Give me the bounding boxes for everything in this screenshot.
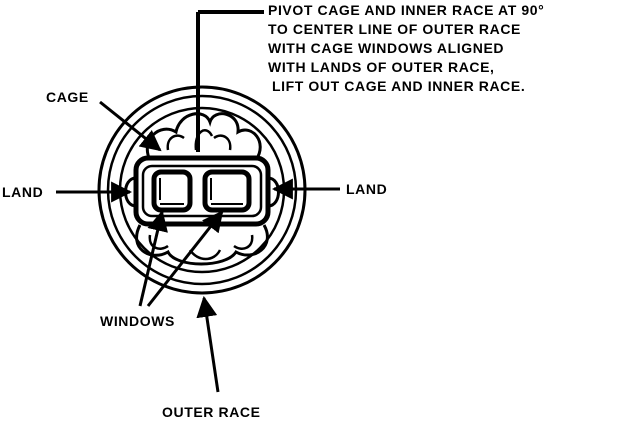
cage-body-inner bbox=[141, 164, 263, 218]
inner-race-top-lobes bbox=[145, 112, 262, 161]
leader-window-left bbox=[138, 209, 168, 307]
instruction-note: PIVOT CAGE AND INNER RACE AT 90° TO CENT… bbox=[268, 1, 544, 96]
window-left-shading bbox=[159, 178, 184, 205]
inner-race-top-lobe-detail bbox=[166, 129, 232, 151]
leader-window-right bbox=[146, 210, 224, 307]
instruction-line-3: WITH CAGE WINDOWS ALIGNED bbox=[268, 40, 505, 56]
label-windows: WINDOWS bbox=[100, 313, 175, 329]
leader-cage bbox=[99, 100, 162, 152]
cage-window-right bbox=[202, 169, 252, 213]
leader-outer-race bbox=[196, 295, 220, 393]
inner-race-bottom-lobe-detail bbox=[148, 234, 254, 261]
window-right-shading bbox=[210, 178, 243, 205]
cage-window-left bbox=[151, 169, 193, 213]
label-outer-race: OUTER RACE bbox=[162, 404, 261, 420]
label-land-right: LAND bbox=[346, 181, 388, 197]
label-cage: CAGE bbox=[46, 89, 89, 105]
instruction-line-4: WITH LANDS OF OUTER RACE, bbox=[268, 59, 495, 75]
label-land-left: LAND bbox=[2, 184, 44, 200]
inner-race-bottom-lobes bbox=[135, 224, 269, 266]
instruction-line-2: TO CENTER LINE OF OUTER RACE bbox=[268, 21, 521, 37]
instruction-line-1: PIVOT CAGE AND INNER RACE AT 90° bbox=[268, 2, 545, 18]
instruction-line-5: LIFT OUT CAGE AND INNER RACE. bbox=[272, 78, 526, 94]
